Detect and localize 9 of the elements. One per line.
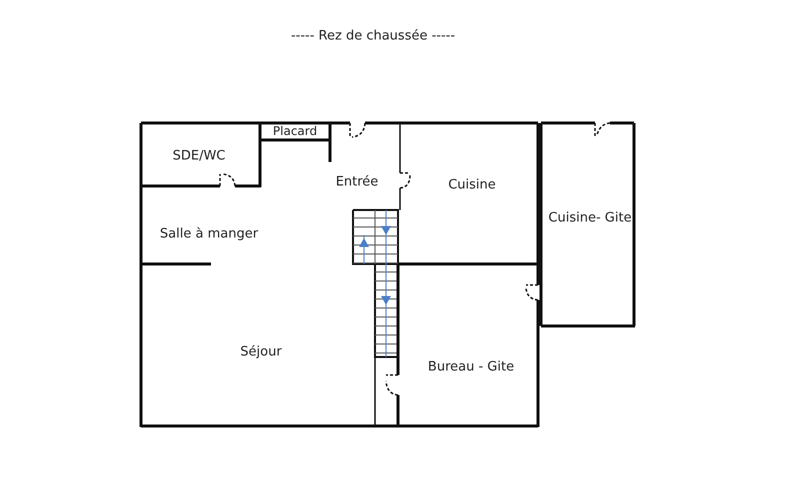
- room-label: Placard: [272, 124, 318, 138]
- room-label: Bureau - Gite: [428, 360, 514, 374]
- room-label: Salle à manger: [160, 226, 258, 242]
- floor-title: ----- Rez de chaussée -----: [290, 28, 456, 44]
- room-label: Cuisine- Gite: [548, 210, 632, 226]
- room-label: Entrée: [336, 174, 378, 190]
- room-label: Cuisine: [448, 178, 496, 192]
- room-label: Séjour: [240, 344, 282, 360]
- room-label: SDE/WC: [172, 148, 226, 164]
